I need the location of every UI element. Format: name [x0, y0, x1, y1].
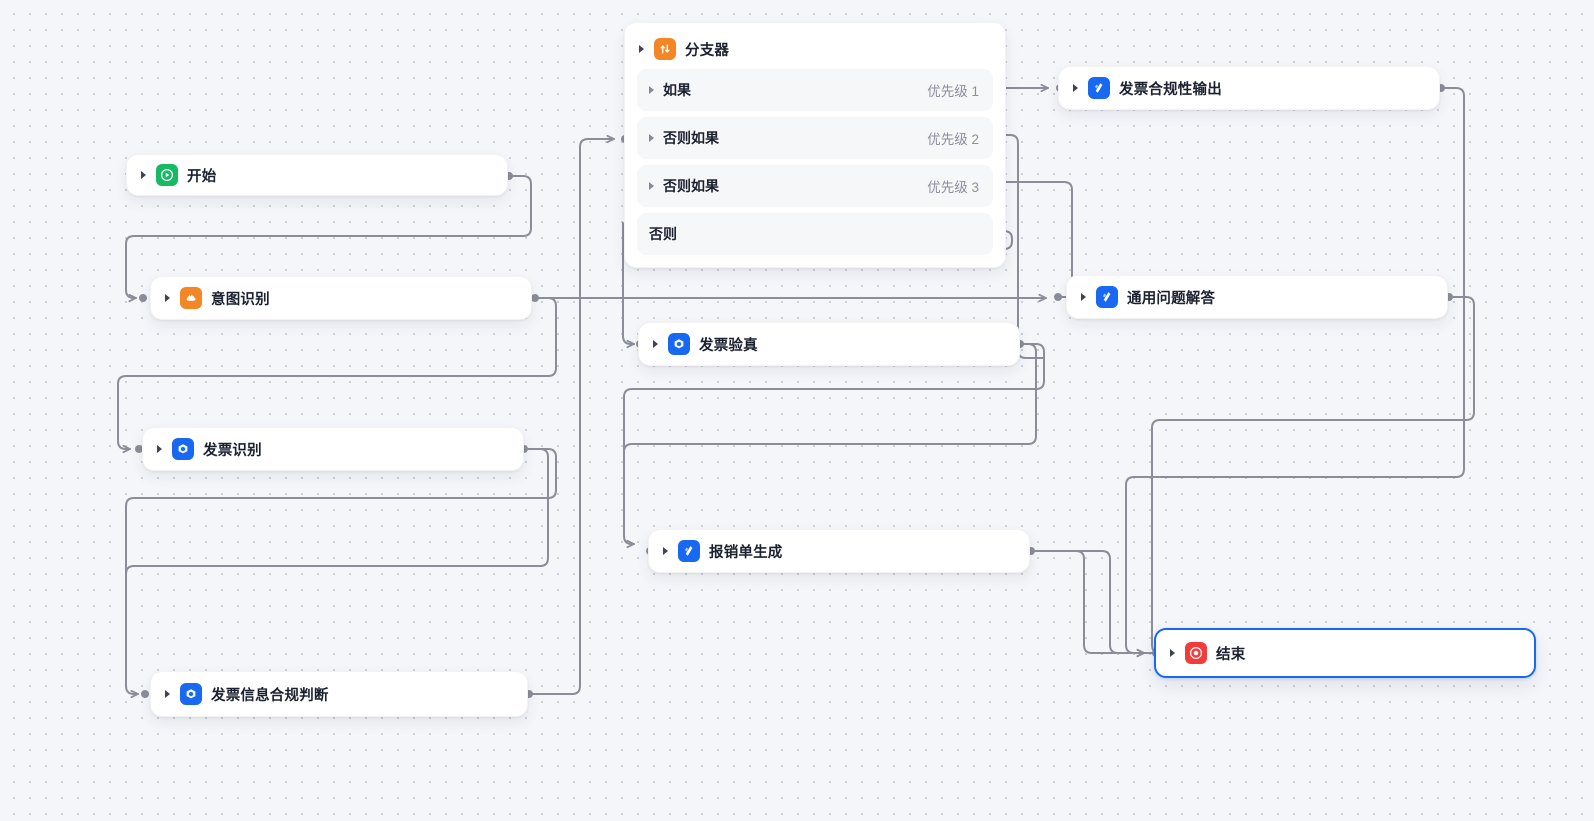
- plugin-hexagon-icon: [180, 683, 202, 705]
- chevron-right-icon[interactable]: [653, 340, 658, 348]
- edge-invoice-verify-band2: [623, 343, 1037, 549]
- chevron-right-icon[interactable]: [165, 690, 170, 698]
- chevron-right-icon[interactable]: [649, 134, 654, 142]
- node-invoice-compliance-check[interactable]: 发票信息合规判断: [150, 671, 528, 717]
- edge-expense-report-loop: [1030, 550, 1145, 654]
- port-compliance-check-in: [141, 690, 149, 698]
- edge-invoice-ocr-band: [125, 448, 549, 687]
- chevron-right-icon[interactable]: [141, 171, 146, 179]
- plugin-hexagon-icon: [172, 438, 194, 460]
- branch-row-else[interactable]: 否则: [637, 213, 993, 255]
- port-general-qa-in: [1054, 293, 1062, 301]
- node-title: 通用问题解答: [1127, 290, 1216, 307]
- branch-label: 否则如果: [663, 178, 719, 194]
- chevron-right-icon[interactable]: [1073, 84, 1078, 92]
- chevron-right-icon[interactable]: [157, 445, 162, 453]
- node-branch-header[interactable]: 分支器: [625, 23, 1005, 69]
- plugin-hexagon-icon: [668, 333, 690, 355]
- intent-recognition-icon: [180, 287, 202, 309]
- branch-condition-list: 如果 优先级 1 否则如果 优先级 2 否则如果 优先级 3 否则: [625, 69, 1005, 267]
- chevron-right-icon[interactable]: [1081, 293, 1086, 301]
- node-branch[interactable]: 分支器 如果 优先级 1 否则如果 优先级 2 否则如果 优先级 3 否则: [624, 22, 1006, 268]
- node-title: 开始: [187, 168, 217, 185]
- chevron-right-icon[interactable]: [165, 294, 170, 302]
- node-intent-recognition-header[interactable]: 意图识别: [151, 277, 531, 319]
- llm-icon: [1096, 286, 1118, 308]
- node-title: 发票识别: [203, 442, 262, 459]
- edge-expense-report-to-end: [1030, 550, 1145, 658]
- chevron-right-icon[interactable]: [649, 182, 654, 190]
- node-invoice-ocr[interactable]: 发票识别: [142, 427, 524, 471]
- node-invoice-ocr-header[interactable]: 发票识别: [143, 428, 523, 470]
- node-intent-recognition[interactable]: 意图识别: [150, 276, 532, 320]
- node-invoice-verify[interactable]: 发票验真: [638, 322, 1020, 366]
- branch-label: 如果: [663, 82, 691, 98]
- chevron-right-icon[interactable]: [639, 45, 644, 53]
- node-compliance-output-header[interactable]: 发票合规性输出: [1059, 67, 1439, 109]
- node-compliance-output[interactable]: 发票合规性输出: [1058, 66, 1440, 110]
- node-end-header[interactable]: 结束: [1156, 630, 1534, 676]
- node-title: 发票信息合规判断: [211, 687, 329, 704]
- node-title: 结束: [1216, 646, 1246, 663]
- node-end[interactable]: 结束: [1154, 628, 1536, 678]
- node-expense-report-header[interactable]: 报销单生成: [649, 530, 1029, 572]
- llm-icon: [1088, 77, 1110, 99]
- node-invoice-compliance-check-header[interactable]: 发票信息合规判断: [151, 672, 527, 716]
- branch-priority: 优先级 1: [927, 84, 979, 99]
- node-general-qa-header[interactable]: 通用问题解答: [1067, 276, 1447, 318]
- node-title: 分支器: [685, 42, 730, 59]
- branch-row-if[interactable]: 如果 优先级 1: [637, 69, 993, 111]
- node-expense-report[interactable]: 报销单生成: [648, 529, 1030, 573]
- node-title: 报销单生成: [709, 544, 783, 561]
- stop-record-icon: [1185, 642, 1207, 664]
- play-circle-icon: [156, 164, 178, 186]
- edge-invoice-ocr-to-compliance-check: [125, 448, 557, 699]
- branch-label: 否则如果: [663, 130, 719, 146]
- branch-switch-icon: [654, 38, 676, 60]
- port-intent-out: [531, 294, 539, 302]
- node-invoice-verify-header[interactable]: 发票验真: [639, 323, 1019, 365]
- node-general-qa[interactable]: 通用问题解答: [1066, 275, 1448, 319]
- chevron-right-icon[interactable]: [1170, 649, 1175, 657]
- edge-compliance-check-to-branch: [528, 134, 615, 695]
- edge-general-qa-to-end: [1143, 296, 1475, 654]
- chevron-right-icon[interactable]: [649, 86, 654, 94]
- branch-row-elseif-2[interactable]: 否则如果 优先级 3: [637, 165, 993, 207]
- branch-priority: 优先级 3: [927, 180, 979, 195]
- branch-row-elseif-1[interactable]: 否则如果 优先级 2: [637, 117, 993, 159]
- edge-compliance-output-to-end: [1125, 87, 1465, 658]
- chevron-right-icon[interactable]: [663, 547, 668, 555]
- llm-icon: [678, 540, 700, 562]
- branch-label: 否则: [649, 226, 677, 242]
- branch-priority: 优先级 2: [927, 132, 979, 147]
- node-title: 发票合规性输出: [1119, 81, 1222, 98]
- node-start-header[interactable]: 开始: [127, 155, 507, 195]
- port-intent-in: [139, 294, 147, 302]
- node-start[interactable]: 开始: [126, 154, 508, 196]
- node-title: 发票验真: [699, 337, 758, 354]
- node-title: 意图识别: [211, 291, 270, 308]
